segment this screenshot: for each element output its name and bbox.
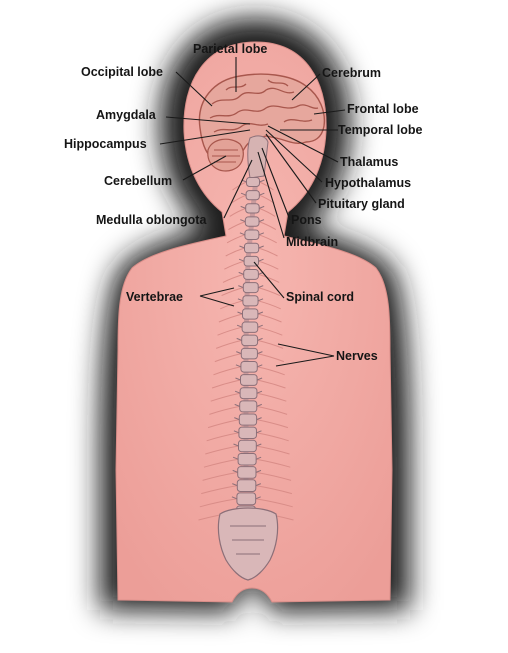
label-nerves: Nerves bbox=[336, 349, 378, 363]
vertebra bbox=[237, 480, 256, 492]
label-parietal-lobe: Parietal lobe bbox=[193, 42, 267, 56]
cerebellum-shape bbox=[208, 139, 243, 171]
label-temporal-lobe: Temporal lobe bbox=[338, 123, 423, 137]
vertebra bbox=[243, 309, 258, 319]
vertebra bbox=[242, 335, 258, 345]
vertebra bbox=[241, 375, 258, 386]
vertebra bbox=[240, 388, 257, 399]
vertebra bbox=[240, 401, 257, 412]
vertebra bbox=[242, 322, 258, 332]
label-vertebrae: Vertebrae bbox=[126, 290, 183, 304]
label-frontal-lobe: Frontal lobe bbox=[347, 102, 419, 116]
vertebra bbox=[238, 453, 256, 465]
vertebra bbox=[241, 348, 257, 359]
vertebra bbox=[239, 414, 256, 425]
vertebra bbox=[239, 440, 257, 451]
vertebra bbox=[245, 230, 259, 239]
label-cerebrum: Cerebrum bbox=[322, 66, 381, 80]
label-occipital-lobe: Occipital lobe bbox=[81, 65, 163, 79]
vertebra bbox=[246, 204, 259, 213]
vertebra bbox=[241, 361, 257, 372]
label-amygdala: Amygdala bbox=[96, 108, 157, 122]
label-medulla-oblongota: Medulla oblongota bbox=[96, 213, 207, 227]
label-pons: Pons bbox=[291, 213, 322, 227]
vertebra bbox=[245, 243, 259, 253]
label-hypothalamus: Hypothalamus bbox=[325, 176, 411, 190]
vertebra bbox=[238, 467, 256, 479]
vertebra bbox=[247, 178, 260, 187]
label-midbrain: Midbrain bbox=[286, 235, 338, 249]
label-thalamus: Thalamus bbox=[340, 155, 398, 169]
vertebra bbox=[244, 269, 259, 279]
vertebra bbox=[239, 427, 257, 438]
label-hippocampus: Hippocampus bbox=[64, 137, 147, 151]
vertebra bbox=[237, 493, 256, 505]
label-pituitary-gland: Pituitary gland bbox=[318, 197, 405, 211]
vertebra bbox=[243, 296, 258, 306]
label-spinal-cord: Spinal cord bbox=[286, 290, 354, 304]
vertebra bbox=[245, 217, 259, 226]
label-cerebellum: Cerebellum bbox=[104, 174, 172, 188]
vertebra bbox=[246, 191, 259, 200]
vertebra bbox=[243, 283, 258, 293]
